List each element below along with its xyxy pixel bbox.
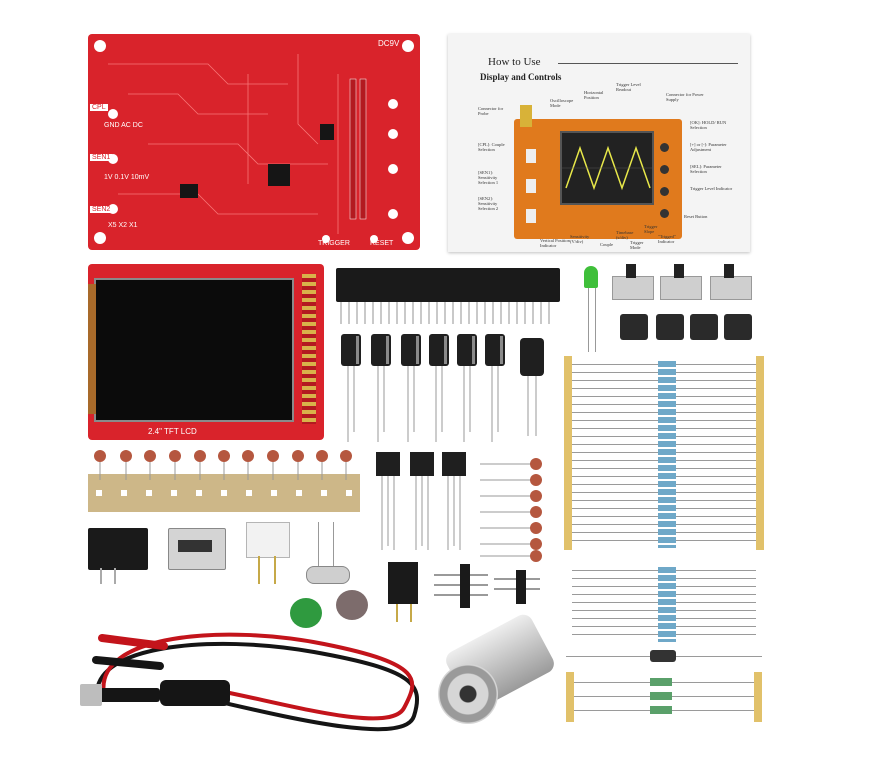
power-label: DC9V (378, 39, 400, 48)
mini-usb-opening (178, 540, 212, 552)
manual-scope-button (660, 209, 669, 218)
single-pin-header-pins (396, 604, 412, 622)
callout-text: Sensitivity (V/div) (570, 234, 590, 244)
manual-heading-rule (558, 63, 738, 64)
callout-text: Trigger Level Indicator (690, 186, 733, 191)
main-pcb: DC9V CPL GND AC DC SEN1 1V 0.1V 10mV SEN… (88, 34, 420, 250)
manual-heading: How to Use (488, 56, 541, 68)
resistor-tape-right (756, 356, 764, 550)
tft-screen-flex (88, 284, 96, 414)
coupling-label: GND AC DC (104, 122, 143, 129)
slide-switch (612, 276, 654, 300)
slide-switch (660, 276, 702, 300)
callout-text: Trigger Mode (630, 240, 644, 250)
callout-text: Couple (600, 242, 613, 247)
electrolytic-capacitors (341, 334, 544, 442)
green-trimmer (290, 598, 322, 628)
callout-text: "Trigged" Indicator (658, 234, 676, 244)
crystal-oscillator-leads (318, 522, 334, 566)
crystal-oscillator (306, 566, 350, 584)
resistor-bodies-lower (658, 566, 676, 642)
slide-switch (710, 276, 752, 300)
callout-text: Horizontal Position (584, 90, 604, 100)
sen1-label: SEN1 (90, 154, 113, 161)
diode-body (650, 650, 676, 662)
manual-scope-waveform (562, 145, 652, 191)
slide-switch-knob (674, 264, 684, 278)
manual-scope-switch (526, 149, 536, 163)
tact-switch (690, 314, 718, 340)
manual-scope-button (660, 165, 669, 174)
slide-switch-knob (724, 264, 734, 278)
tact-switch (724, 314, 752, 340)
long-pin-header-pins (340, 302, 556, 324)
callout-text: Oscilloscope Mode (550, 98, 574, 108)
callout-text: [SEN1]: Sensitivity Selection 1 (478, 170, 499, 185)
resistor-bodies (658, 360, 676, 548)
sen1-range-label: 1V 0.1V 10mV (104, 174, 150, 181)
green-led (584, 266, 598, 288)
green-led-leads (588, 288, 596, 352)
manual-scope-switch (526, 209, 536, 223)
tact-switch (620, 314, 648, 340)
jst-connector-pins (258, 556, 276, 584)
callout-text: Vertical Position Indicator (540, 238, 570, 248)
tft-lcd-board: 2.4" TFT LCD (88, 264, 324, 440)
callout-text: Connector for Power Supply (666, 92, 704, 102)
manual-subheading: Display and Controls (480, 72, 562, 82)
cpl-label: CPL (90, 104, 108, 111)
bnc-connector-face (438, 664, 498, 724)
callout-text: [+] or [-]: Parameter Adjustment (690, 142, 727, 152)
inductor-tape-left (566, 672, 574, 722)
right-angle-pin-header-body (460, 564, 470, 608)
manual-scope-button (660, 187, 669, 196)
manual-card: How to Use Display and Controls Connecto… (448, 34, 750, 252)
reset-label: RESET (370, 240, 394, 247)
manual-scope-switch (526, 179, 536, 193)
tft-pin-header (302, 274, 316, 424)
tft-label: 2.4" TFT LCD (148, 427, 197, 436)
resistor-tape-left (564, 356, 572, 550)
dc-power-jack (88, 528, 148, 570)
long-pin-header (336, 268, 560, 302)
inductor-bodies (650, 676, 672, 716)
main-pcb-traces (94, 40, 414, 244)
callout-text: [SEN2]: Sensitivity Selection 2 (478, 196, 499, 211)
callout-text: [OK]: HOLD/ RUN Selection (690, 120, 727, 130)
callout-text: Connector for Probe (478, 106, 504, 116)
sen2-label: SEN2 (90, 206, 113, 213)
manual-scope-button (660, 143, 669, 152)
right-angle-pin-header-small-body (516, 570, 526, 604)
callout-text: Trigger Slope (644, 224, 658, 234)
transistors (376, 452, 466, 550)
single-pin-header (388, 562, 418, 604)
tft-screen (94, 278, 294, 422)
manual-scope-probe-connector (520, 105, 532, 127)
manual-scope-illustration (514, 105, 682, 239)
callout-text: [CPL]: Couple Selection (478, 142, 505, 152)
dc-power-jack-pins (100, 568, 116, 584)
callout-text: [SEL]: Parameter Selection (690, 164, 722, 174)
tact-switch (656, 314, 684, 340)
trigger-label: TRIGGER (318, 240, 350, 247)
callout-text: Trigger Level Readout (616, 82, 641, 92)
ceramic-cap-tape-holes (96, 490, 354, 496)
callout-text: Reset Button (684, 214, 708, 219)
sen2-range-label: X5 X2 X1 (108, 222, 138, 229)
ceramic-caps (94, 450, 352, 480)
gray-trimmer (336, 590, 368, 620)
inductor-tape-right (754, 672, 762, 722)
probe-cable (80, 632, 419, 732)
ceramic-caps-fan (480, 458, 542, 562)
callout-text: Timebase (s/div) (616, 230, 634, 240)
manual-scope-screen (560, 131, 654, 205)
jst-connector (246, 522, 290, 558)
slide-switch-knob (626, 264, 636, 278)
